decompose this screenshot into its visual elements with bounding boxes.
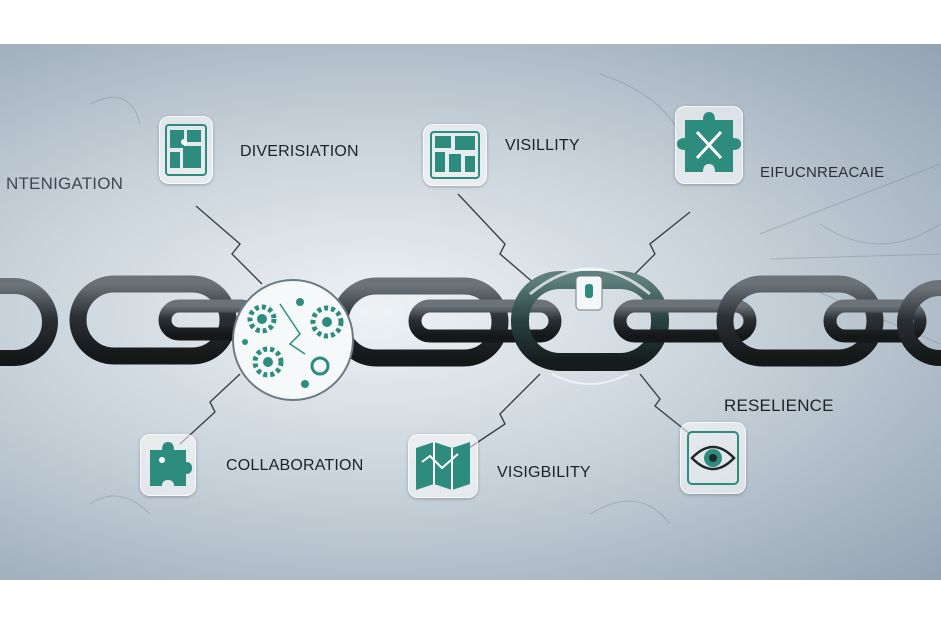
diagram-canvas [0, 73, 941, 525]
dashboard-icon [423, 124, 487, 186]
label-resilience: RESELIENCE [724, 396, 834, 415]
chain-link [897, 280, 941, 366]
gears-network-icon [232, 279, 354, 401]
label-integration: NTENIGATION [6, 174, 124, 193]
connector-lines [179, 193, 691, 455]
puzzle-piece-icon [675, 106, 743, 184]
label-collaboration: COLLABORATION [226, 457, 364, 474]
chain-link [0, 278, 58, 366]
eye-icon [680, 422, 746, 494]
chain-link [716, 275, 884, 367]
chain-link [823, 299, 927, 343]
label-efficiency: EIFUCNREACAIE [760, 164, 885, 181]
map-icon [408, 434, 478, 498]
label-diversification: DIVERISIATION [240, 143, 359, 160]
label-visibility-bottom: VISIGBILITY [497, 464, 591, 481]
chain [0, 271, 941, 371]
chain-link [408, 299, 562, 343]
puzzle-board-icon [159, 116, 213, 184]
supply-chain-diagram: NTENIGATION DIVERISIATION VISILLITY EIFU… [0, 44, 941, 580]
padlock-icon [529, 267, 651, 385]
label-visibility-top: VISILLITY [505, 137, 580, 154]
chain-link [69, 275, 237, 365]
puzzle-piece-icon [140, 434, 196, 496]
chain-link [613, 299, 757, 343]
